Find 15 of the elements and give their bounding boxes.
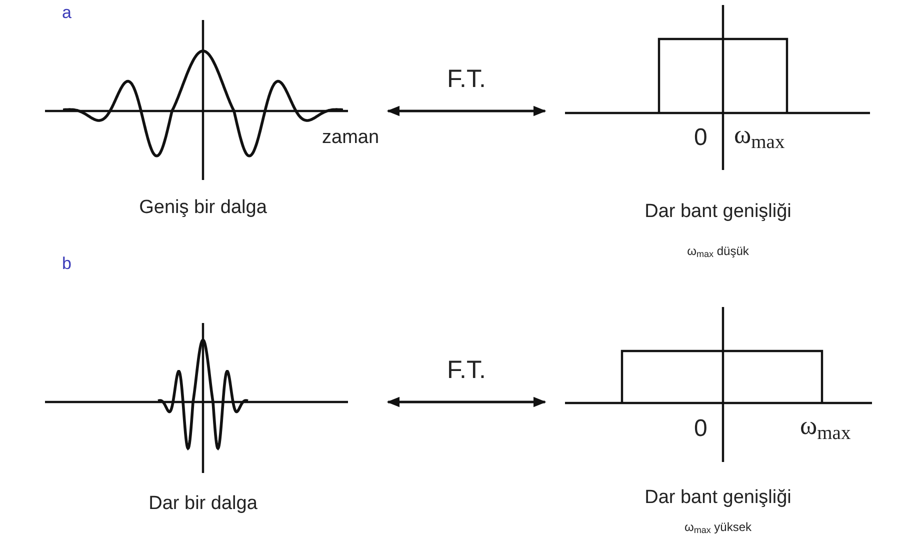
double-arrow — [386, 106, 546, 116]
axis-label: ω$_{max}$ — [734, 122, 785, 148]
node-label: ω$_{max}$ yüksek — [684, 520, 752, 535]
axis-label: 0 — [694, 126, 708, 150]
panel-letter: b — [62, 255, 72, 272]
axis-label: ω$_{max}$ — [800, 413, 851, 439]
node-label: Dar bant genişliği — [644, 200, 792, 224]
panel-letter: a — [62, 4, 72, 21]
node-label: Geniş bir dalga — [139, 196, 267, 220]
node-label: Dar bir dalga — [148, 492, 258, 516]
axis-label: zaman — [322, 128, 380, 147]
axis-label: 0 — [694, 417, 708, 441]
node-label: Dar bant genişliği — [644, 486, 792, 510]
double-arrow — [386, 396, 546, 408]
node-label: ω$_{max}$ düşük — [687, 244, 749, 259]
